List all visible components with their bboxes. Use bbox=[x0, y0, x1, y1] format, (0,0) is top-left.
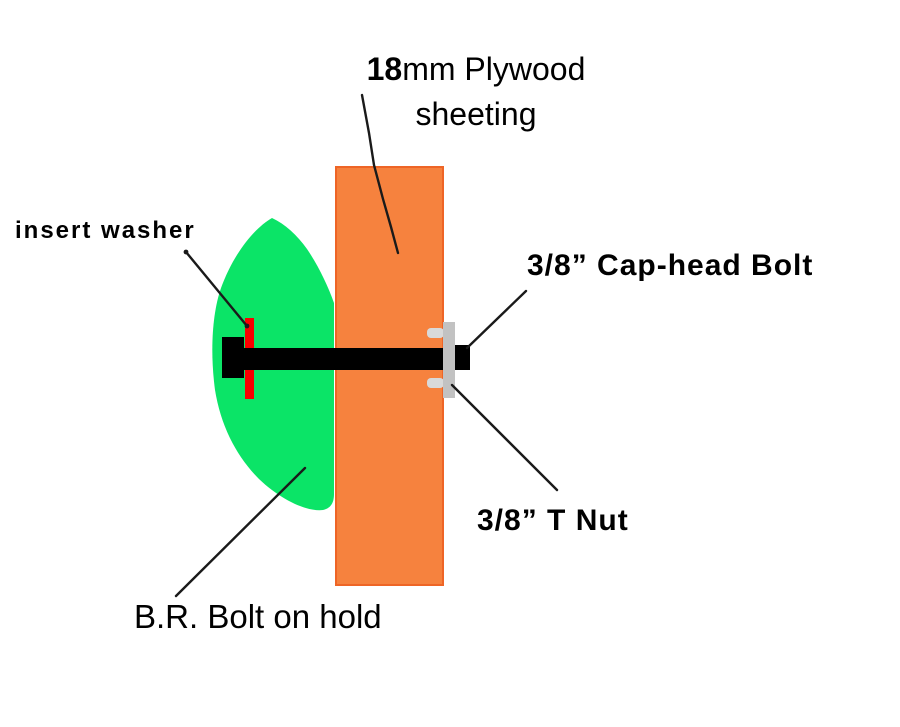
plywood-label-line2: sheeting bbox=[415, 96, 537, 132]
plywood-label-line1: 18mm Plywood bbox=[330, 51, 622, 88]
plywood-sheet bbox=[335, 166, 444, 586]
bolt-cap-head bbox=[222, 337, 244, 378]
leader-dot-washer-end bbox=[244, 323, 250, 329]
t-nut-label: 3/8” T Nut bbox=[477, 504, 629, 537]
cap-head-bolt-label: 3/8” Cap-head Bolt bbox=[527, 249, 814, 282]
insert-washer-label: insert washer bbox=[15, 217, 196, 244]
t-nut-flange bbox=[443, 322, 455, 398]
plywood-thickness-value: 18 bbox=[366, 51, 403, 87]
leader-line-caphead bbox=[465, 289, 528, 350]
bolt-tip bbox=[455, 345, 470, 370]
bolt-shaft bbox=[243, 348, 458, 370]
leader-line-tnut bbox=[450, 383, 559, 492]
t-nut-prong-top bbox=[427, 328, 444, 338]
leader-line-washer bbox=[184, 250, 249, 328]
leader-line-hold bbox=[174, 466, 307, 598]
plywood-label-text: mm Plywood bbox=[402, 51, 586, 87]
leader-dot-washer-start bbox=[183, 249, 189, 255]
bolt-on-hold-label: B.R. Bolt on hold bbox=[134, 598, 382, 635]
t-nut-prong-bottom bbox=[427, 378, 444, 388]
leader-line-plywood bbox=[360, 93, 400, 255]
